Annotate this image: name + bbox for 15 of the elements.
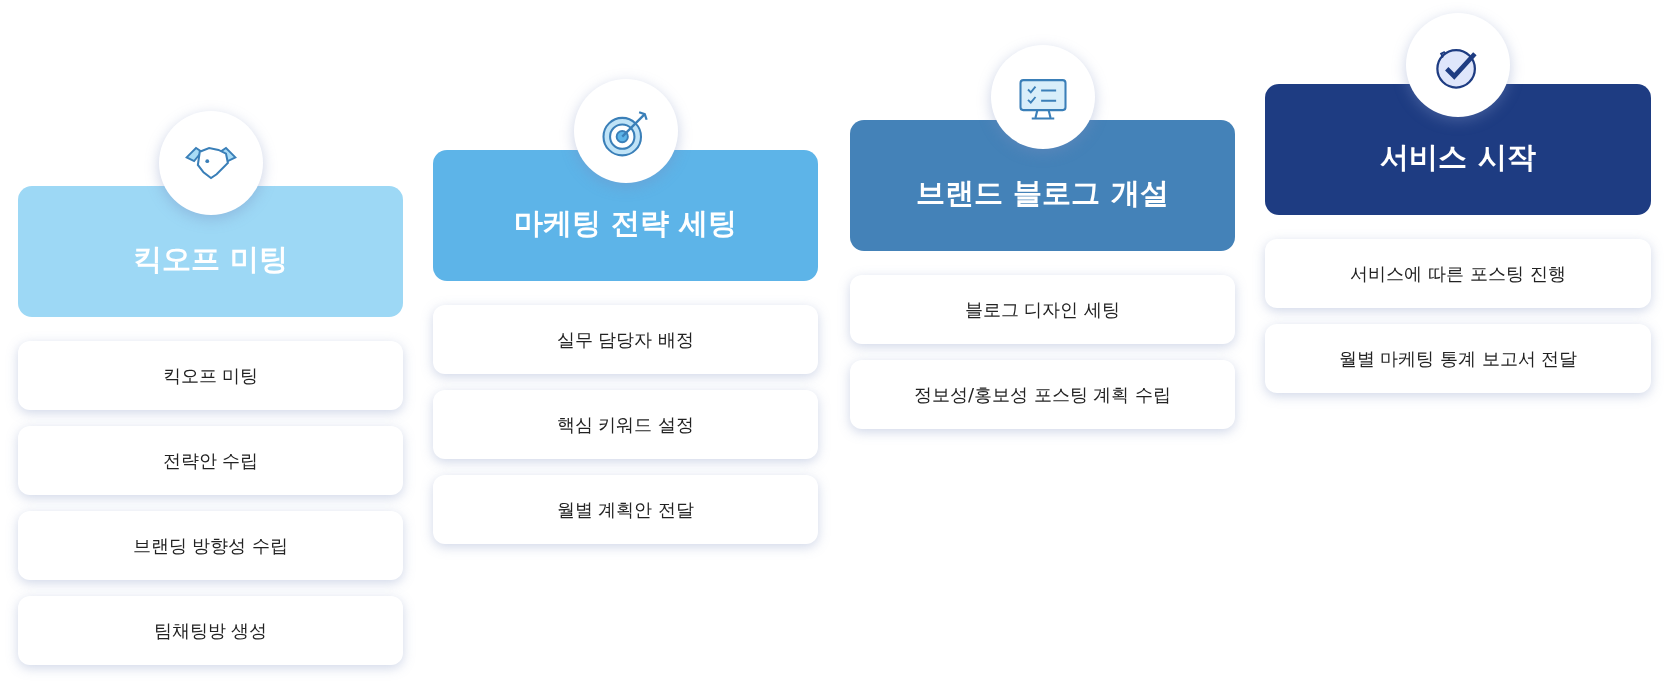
task-card: 블로그 디자인 세팅 (850, 275, 1235, 344)
step-header: 서비스 시작 (1265, 84, 1651, 215)
step-header: 킥오프 미팅 (18, 186, 403, 317)
task-card: 브랜딩 방향성 수립 (18, 511, 403, 580)
task-card: 서비스에 따른 포스팅 진행 (1265, 239, 1651, 308)
task-card: 핵심 키워드 설정 (433, 390, 818, 459)
task-card: 전략안 수립 (18, 426, 403, 495)
task-card: 실무 담당자 배정 (433, 305, 818, 374)
step-header: 브랜드 블로그 개설 (850, 120, 1235, 251)
task-card: 정보성/홍보성 포스팅 계획 수립 (850, 360, 1235, 429)
task-card: 팀채팅방 생성 (18, 596, 403, 665)
step-header: 마케팅 전략 세팅 (433, 150, 818, 281)
task-card: 월별 계획안 전달 (433, 475, 818, 544)
task-card: 월별 마케팅 통계 보고서 전달 (1265, 324, 1651, 393)
task-card: 킥오프 미팅 (18, 341, 403, 410)
